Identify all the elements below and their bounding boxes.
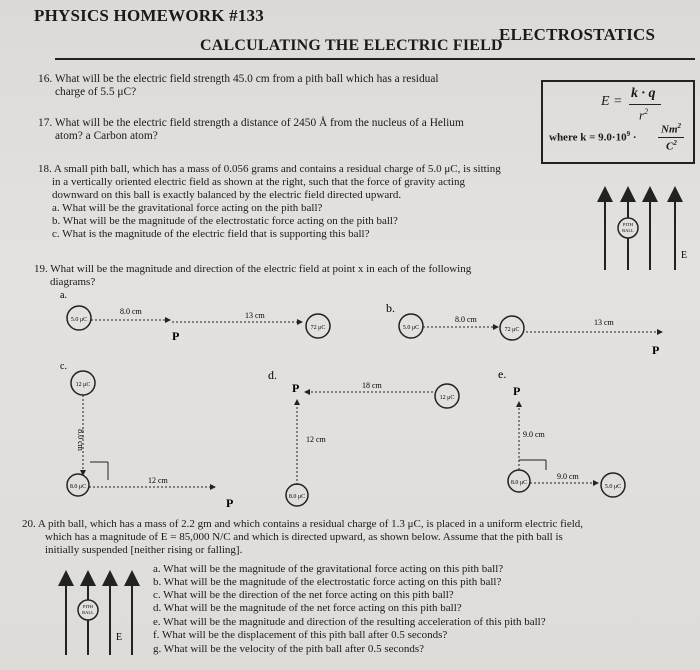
q18-b: b. What will be the magnitude of the ele… (52, 215, 398, 227)
diagram-c-letter: c. (60, 361, 67, 372)
diagram-e-charge-2 (600, 472, 626, 498)
formula-fraction-bar (629, 104, 661, 105)
diagram-a-point: P (172, 329, 179, 343)
q18-c: c. What is the magnitude of the electric… (52, 228, 370, 240)
diagram-d-charge-1 (434, 383, 460, 409)
diagram-a-distance-2: 13 cm (245, 311, 266, 320)
q17-line1: 17. What will be the electric field stre… (38, 117, 464, 129)
diagram-e-charge-2-label: 5.0 μC (605, 484, 621, 490)
diagram-c-charge-2-label: 8.0 μC (70, 484, 86, 490)
q20-pith-ball (77, 599, 99, 621)
q20-g: g. What will be the velocity of the pith… (153, 643, 425, 655)
diagram-a-distance-1: 8.0 cm (120, 307, 143, 316)
q20-e: e. What will be the magnitude and direct… (153, 616, 546, 628)
q18-field-figure (597, 186, 683, 270)
q20-f: f. What will be the displacement of this… (153, 629, 448, 641)
diagram-b-charge-1 (398, 313, 424, 339)
diagram-e-distance-1: 9.0 cm (523, 430, 546, 439)
diagram-d-charge-2-label: 8.0 μC (289, 494, 305, 500)
diagram-b-charge-2 (499, 315, 525, 341)
formula-units-num: Nm2 (661, 122, 681, 136)
q20-line2: which has a magnitude of E = 85,000 N/C … (45, 531, 563, 543)
header-title: PHYSICS HOMEWORK #133 (34, 6, 264, 25)
q20-c: c. What will be the direction of the net… (153, 589, 454, 601)
formula-units-den: C2 (666, 139, 677, 153)
q18-pith-ball-label-1: PITH (623, 222, 634, 227)
diagram-b-point: P (652, 343, 659, 357)
q18-field-label: E (681, 250, 687, 261)
q18-pith-ball-label-2: BALL (622, 228, 634, 233)
q18-line1: 18. A small pith ball, which has a mass … (38, 163, 501, 175)
diagram-c-charge-2 (66, 473, 90, 497)
q16-line2: charge of 5.5 μC? (55, 86, 137, 98)
q18-line2: in a vertically oriented electric field … (52, 176, 465, 188)
diagram-c-distance-1: 8.0 cm (76, 429, 85, 452)
q20-d: d. What will be the magnitude of the net… (153, 602, 462, 614)
q20-line3: initially suspended [neither rising or f… (45, 544, 243, 556)
formula-E: E = (601, 94, 623, 109)
diagram-d-charge-1-label: 12 μC (440, 395, 455, 401)
q20-pith-ball-label-1: PITH (83, 604, 94, 609)
header-subtitle: CALCULATING THE ELECTRIC FIELD (200, 37, 503, 54)
q18-a: a. What will be the gravitational force … (52, 202, 323, 214)
diagram-b-distance-1: 8.0 cm (455, 315, 478, 324)
q17-line2: atom? a Carbon atom? (55, 130, 158, 142)
diagram-c-point: P (226, 496, 233, 510)
diagram-b-charge-1-label: 5.0 μC (403, 325, 419, 331)
diagram-c-charge-1-label: 12 μC (76, 382, 91, 388)
header-subject: ELECTROSTATICS (499, 25, 656, 44)
formula-where: where k = 9.0·109 · (549, 130, 637, 144)
diagram-e-charge-1 (507, 469, 531, 493)
q16-line1: 16. What will be the electric field stre… (38, 73, 439, 85)
formula-box: E = k · q r2 where k = 9.0·109 · Nm2 C2 (541, 80, 695, 164)
q20-line1: 20. A pith ball, which has a mass of 2.2… (22, 518, 584, 530)
diagram-a-letter: a. (60, 290, 67, 301)
q20-field-label: E (116, 632, 122, 643)
diagram-e-charge-1-label: 8.0 μC (511, 480, 527, 486)
q19-line2: diagrams? (50, 276, 96, 288)
q20-b: b. What will be the magnitude of the ele… (153, 576, 502, 588)
diagram-d-letter: d. (268, 368, 277, 382)
diagram-a-charge-2 (305, 313, 331, 339)
formula-units-bar (658, 137, 684, 138)
diagram-e-letter: e. (498, 367, 506, 381)
diagram-b-distance-2: 13 cm (594, 318, 615, 327)
diagram-d-point: P (292, 381, 299, 395)
q20-field-figure (58, 570, 140, 655)
q19-line1: 19. What will be the magnitude and direc… (34, 263, 472, 275)
diagram-d-distance-2: 12 cm (306, 435, 327, 444)
diagram-b-charge-2-label: 72 μC (505, 327, 520, 333)
q18-pith-ball (617, 217, 639, 239)
diagram-a-charge-1-label: 5.0 μC (71, 317, 87, 323)
diagram-a-charge-2-label: 72 μC (311, 325, 326, 331)
diagram-d-distance-1: 18 cm (362, 381, 383, 390)
header-rule (55, 58, 695, 60)
diagram-c-distance-2: 12 cm (148, 476, 169, 485)
formula-denominator: r2 (639, 107, 649, 123)
diagram-e-point: P (513, 384, 520, 398)
diagram-b-letter: b. (386, 301, 395, 315)
q20-a: a. What will be the magnitude of the gra… (153, 563, 504, 575)
q18-line3: downward on this ball is exactly balance… (52, 189, 402, 201)
diagram-d-charge-2 (285, 483, 309, 507)
q20-pith-ball-label-2: BALL (82, 610, 94, 615)
diagram-a-charge-1 (66, 305, 92, 331)
diagram-e-distance-2: 9.0 cm (557, 472, 580, 481)
formula-numerator: k · q (631, 86, 656, 101)
